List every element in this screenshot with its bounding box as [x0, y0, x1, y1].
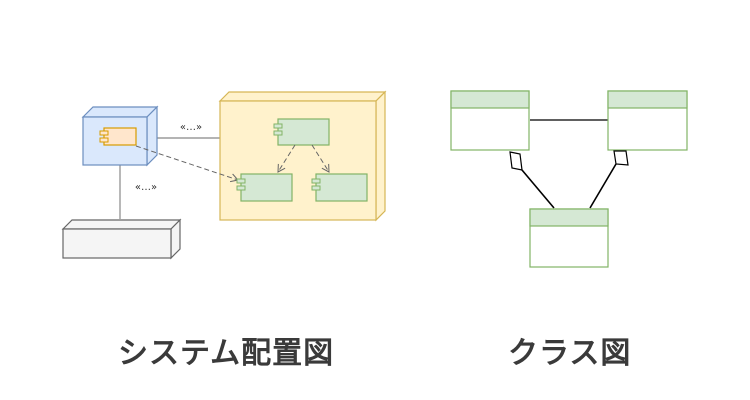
- class-box-bottom: [529, 208, 609, 268]
- class-box-right: [607, 90, 688, 151]
- deployment-diagram: «…» «…»: [61, 90, 387, 260]
- stereotype-label-side: «…»: [135, 182, 157, 193]
- grey-device: [61, 218, 182, 260]
- orange-component-icon: [99, 127, 137, 146]
- deployment-diagram-caption: システム配置図: [118, 336, 335, 371]
- class-diagram: [450, 90, 688, 268]
- aggregation-line-right: [589, 163, 617, 209]
- class-diagram-caption: クラス図: [508, 336, 632, 371]
- dependency-arrow: [135, 145, 239, 183]
- aggregation-line-left: [521, 169, 555, 209]
- aggregation-diamond-left: [509, 151, 523, 171]
- class-box-left: [450, 90, 530, 151]
- green-component-top: [273, 118, 330, 146]
- green-component-left: [236, 173, 293, 202]
- dependency-arrow-right: [311, 144, 330, 173]
- stereotype-label-top: «…»: [180, 122, 202, 133]
- aggregation-diamond-right: [613, 150, 629, 166]
- dependency-arrow-left: [277, 144, 296, 173]
- green-component-right: [311, 173, 368, 202]
